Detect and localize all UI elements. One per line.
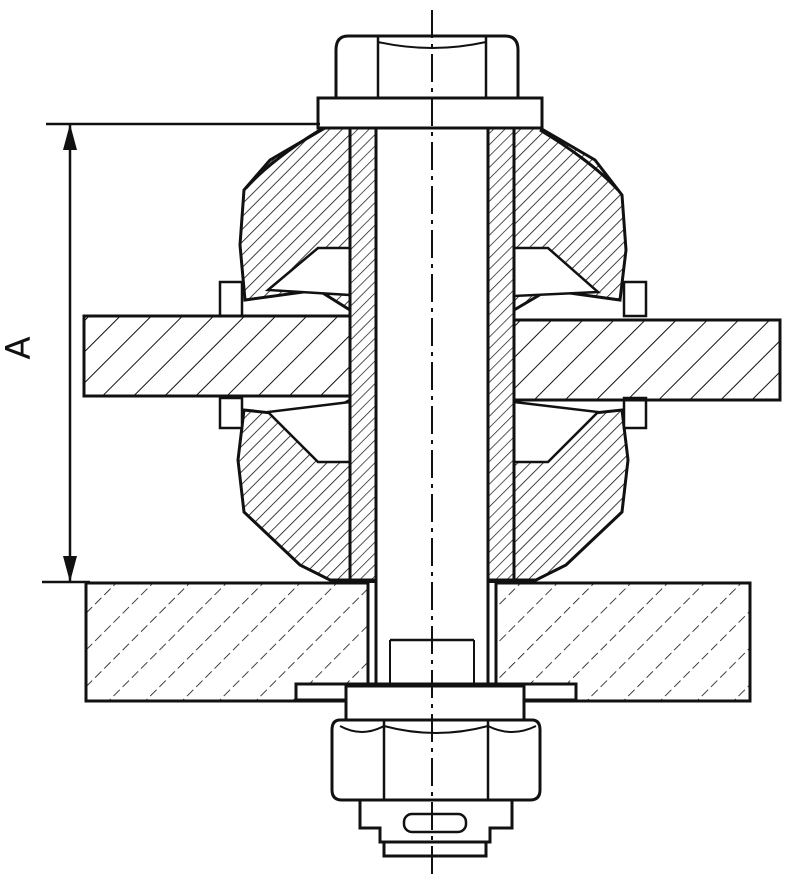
dimension-a: A [0, 122, 320, 584]
top-washer [316, 96, 544, 130]
mounted-plate [82, 314, 782, 402]
bolt-head [334, 34, 520, 100]
lower-rubber-right [512, 397, 630, 582]
retaining-clips [218, 280, 648, 430]
nut [330, 684, 542, 802]
upper-rubber-right [512, 126, 628, 313]
dimension-label: A [0, 336, 39, 359]
lower-rubber-left [236, 397, 352, 582]
lock-nut-castle [358, 798, 514, 858]
upper-rubber-left [238, 126, 352, 313]
